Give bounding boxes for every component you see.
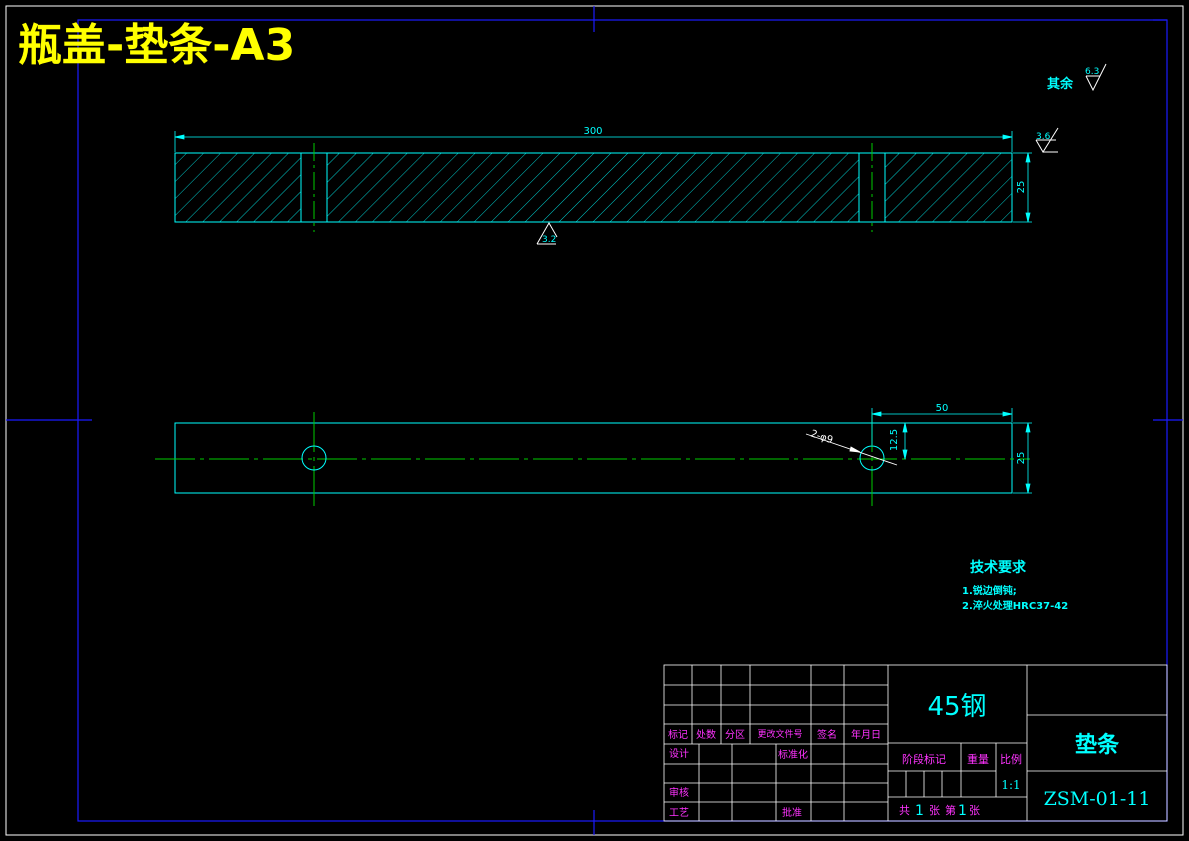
svg-text:张: 张: [969, 804, 980, 817]
hole-offset-dimension: 50: [936, 403, 949, 414]
hole-right: [859, 445, 885, 471]
roughness-symbol-icon: [1085, 63, 1107, 92]
roughness-note-label: 其余: [1047, 76, 1074, 92]
tech-requirement-1: 1.锐边倒钝;: [962, 584, 1017, 597]
tech-requirement-2: 2.淬火处理HRC37-42: [962, 599, 1068, 612]
revision-header: 标记 处数 分区 更改文件号 签名 年月日: [668, 728, 881, 741]
top-roughness-value: 3.6: [1036, 132, 1051, 142]
svg-text:1: 1: [958, 803, 967, 819]
roughness-note-value: 6.3: [1085, 67, 1099, 77]
signature-labels: 设计 标准化 审核 工艺 批准: [669, 747, 808, 819]
hole-diameter-label: 2-φ9: [809, 428, 834, 446]
svg-text:工艺: 工艺: [669, 807, 689, 819]
material-text: 45钢: [927, 692, 986, 722]
height-dimension: 25: [1016, 181, 1027, 194]
hole-center-dimension: 12.5: [889, 429, 900, 451]
bottom-roughness-value: 3.2: [542, 235, 556, 245]
svg-text:共: 共: [899, 804, 910, 817]
svg-text:处数: 处数: [696, 728, 716, 741]
svg-text:张: 张: [929, 804, 940, 817]
svg-text:标记: 标记: [668, 729, 688, 741]
svg-text:标准化: 标准化: [778, 748, 808, 761]
inner-frame: [77, 19, 1168, 822]
svg-text:第: 第: [945, 803, 956, 817]
svg-text:更改文件号: 更改文件号: [757, 728, 802, 740]
scale-value: 1:1: [1001, 778, 1020, 792]
sheet-count: 共 1 张 第 1 张: [899, 803, 980, 819]
svg-text:批准: 批准: [782, 806, 802, 819]
svg-text:年月日: 年月日: [851, 728, 881, 741]
scale-label: 比例: [1000, 752, 1022, 766]
svg-text:审核: 审核: [669, 786, 689, 799]
stage-label: 阶段标记: [902, 752, 946, 766]
part-name-text: 垫条: [1075, 732, 1120, 758]
width-dimension: 25: [1016, 452, 1027, 465]
length-dimension: 300: [583, 126, 602, 137]
top-roughness-icon: [1035, 127, 1059, 153]
drawing-title: 瓶盖-垫条-A3: [18, 20, 295, 71]
svg-text:分区: 分区: [725, 729, 745, 741]
front-view: 300 25 3.6 3.2: [174, 126, 1059, 245]
centering-marks: [6, 6, 1183, 835]
weight-label: 重量: [967, 752, 989, 766]
top-view: 50 12.5 25 2-φ9: [155, 403, 1032, 508]
hole-left: [301, 445, 327, 471]
bottom-roughness-icon: [536, 221, 558, 245]
title-block: [663, 664, 1168, 822]
drawing-number-text: ZSM-01-11: [1044, 788, 1151, 810]
tech-requirements-heading: 技术要求: [970, 559, 1027, 576]
svg-text:1: 1: [915, 803, 924, 819]
svg-text:签名: 签名: [817, 728, 837, 741]
svg-text:设计: 设计: [669, 747, 689, 760]
